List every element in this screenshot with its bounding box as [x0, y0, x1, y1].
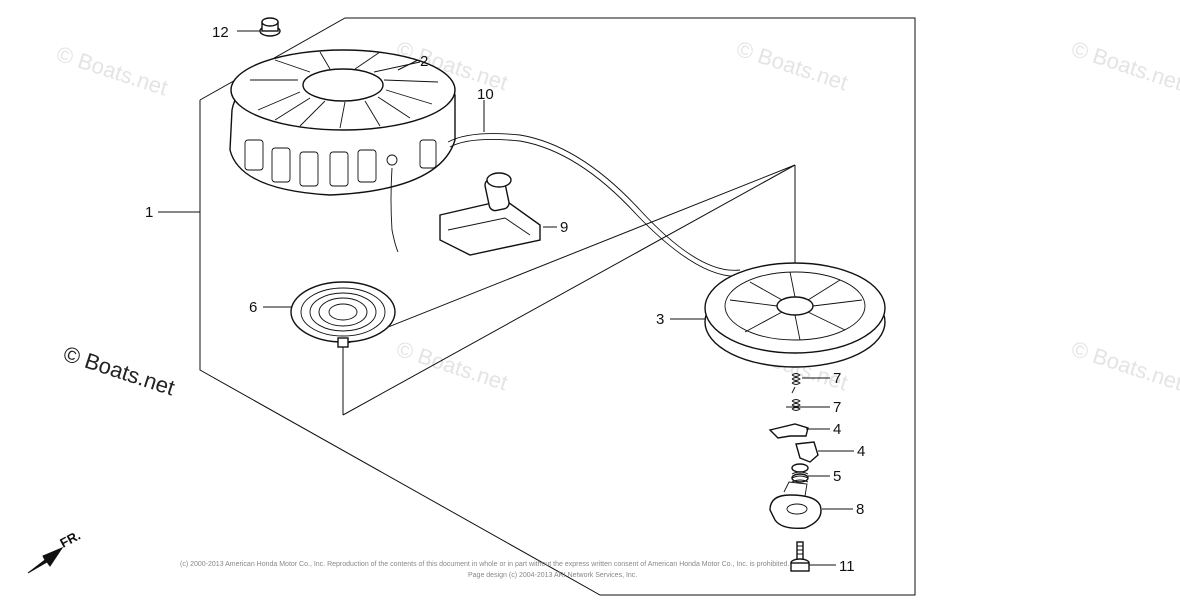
- leader-lines: [158, 30, 854, 566]
- starter-rope: [390, 133, 743, 277]
- callout-5: 5: [833, 468, 841, 485]
- callout-3: 3: [656, 311, 664, 328]
- starter-grip: [439, 172, 541, 256]
- exploded-view-box: [342, 164, 796, 416]
- direction-label: FR.: [57, 528, 83, 551]
- callout-2: 2: [420, 53, 428, 70]
- ratchet: [768, 423, 809, 439]
- recoil-spring: [290, 281, 396, 348]
- callout-4: 4: [833, 421, 841, 438]
- front-direction-indicator: FR.: [27, 528, 83, 574]
- ratchet: [795, 441, 819, 463]
- callout-12: 12: [212, 24, 229, 41]
- callout-8: 8: [856, 501, 864, 518]
- watermark-faint: © Boats.net: [1068, 336, 1180, 395]
- reel: [704, 262, 886, 368]
- callout-10: 10: [477, 86, 494, 103]
- watermark-layer: © Boats.net © Boats.net © Boats.net © Bo…: [53, 36, 1180, 395]
- callout-7: 7: [833, 370, 841, 387]
- copyright-notice: (c) 2000-2013 American Honda Motor Co., …: [180, 561, 789, 579]
- friction-spring: [791, 463, 809, 483]
- callout-7: 7: [833, 399, 841, 416]
- ratchet-spring: [786, 399, 808, 411]
- callouts: 12 2 10 1 9 6 3 7 7 4 4 5 8 11: [145, 24, 865, 575]
- starter-case: [229, 49, 456, 196]
- flange-nut: [259, 17, 281, 37]
- assembly-outline: [199, 17, 916, 596]
- watermark-faint: © Boats.net: [393, 336, 510, 395]
- setting-bolt: [790, 541, 810, 572]
- copyright-line: Page design (c) 2004-2013 ARI Network Se…: [468, 572, 637, 579]
- ratchet-spring: [791, 373, 801, 394]
- callout-9: 9: [560, 219, 568, 236]
- callout-1: 1: [145, 204, 153, 221]
- watermark: © Boats.net: [60, 341, 177, 400]
- watermark-faint: © Boats.net: [1068, 36, 1180, 95]
- watermark-faint: © Boats.net: [53, 41, 170, 100]
- copyright-line: (c) 2000-2013 American Honda Motor Co., …: [180, 561, 789, 568]
- callout-4: 4: [857, 443, 865, 460]
- watermark-faint: © Boats.net: [733, 36, 850, 95]
- ratchet-guide: [769, 481, 822, 530]
- callout-6: 6: [249, 299, 257, 316]
- arrow-icon: [27, 546, 64, 574]
- callout-11: 11: [839, 558, 855, 575]
